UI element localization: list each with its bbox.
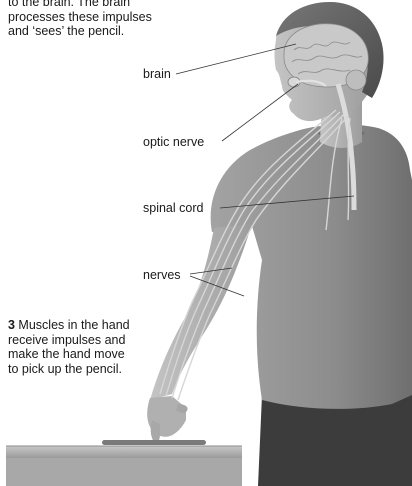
label-nerves: nerves [143,268,181,282]
label-spinal-cord: spinal cord [143,201,203,215]
step-3-line-3: make the hand move [8,347,125,361]
label-brain: brain [143,67,171,81]
index-finger [151,420,160,443]
table-edge [6,458,242,486]
pencil [102,440,206,445]
step-3-caption: 3 Muscles in the hand receive impulses a… [8,318,178,376]
shirt-shape [211,124,412,409]
step-2-line-1: to the brain. The brain [8,0,130,9]
label-optic-nerve: optic nerve [143,135,204,149]
step-2-line-2: processes these impulses [8,10,152,24]
step-3-line-2: receive impulses and [8,333,125,347]
step-2-line-3: and ‘sees’ the pencil. [8,24,124,38]
step-2-caption: to the brain. The brain processes these … [8,0,178,39]
step-3-line-1: Muscles in the hand [15,318,130,332]
table-top [6,446,242,458]
step-3-number: 3 [8,318,15,332]
step-3-line-4: to pick up the pencil. [8,362,122,376]
cerebellum [346,70,366,90]
